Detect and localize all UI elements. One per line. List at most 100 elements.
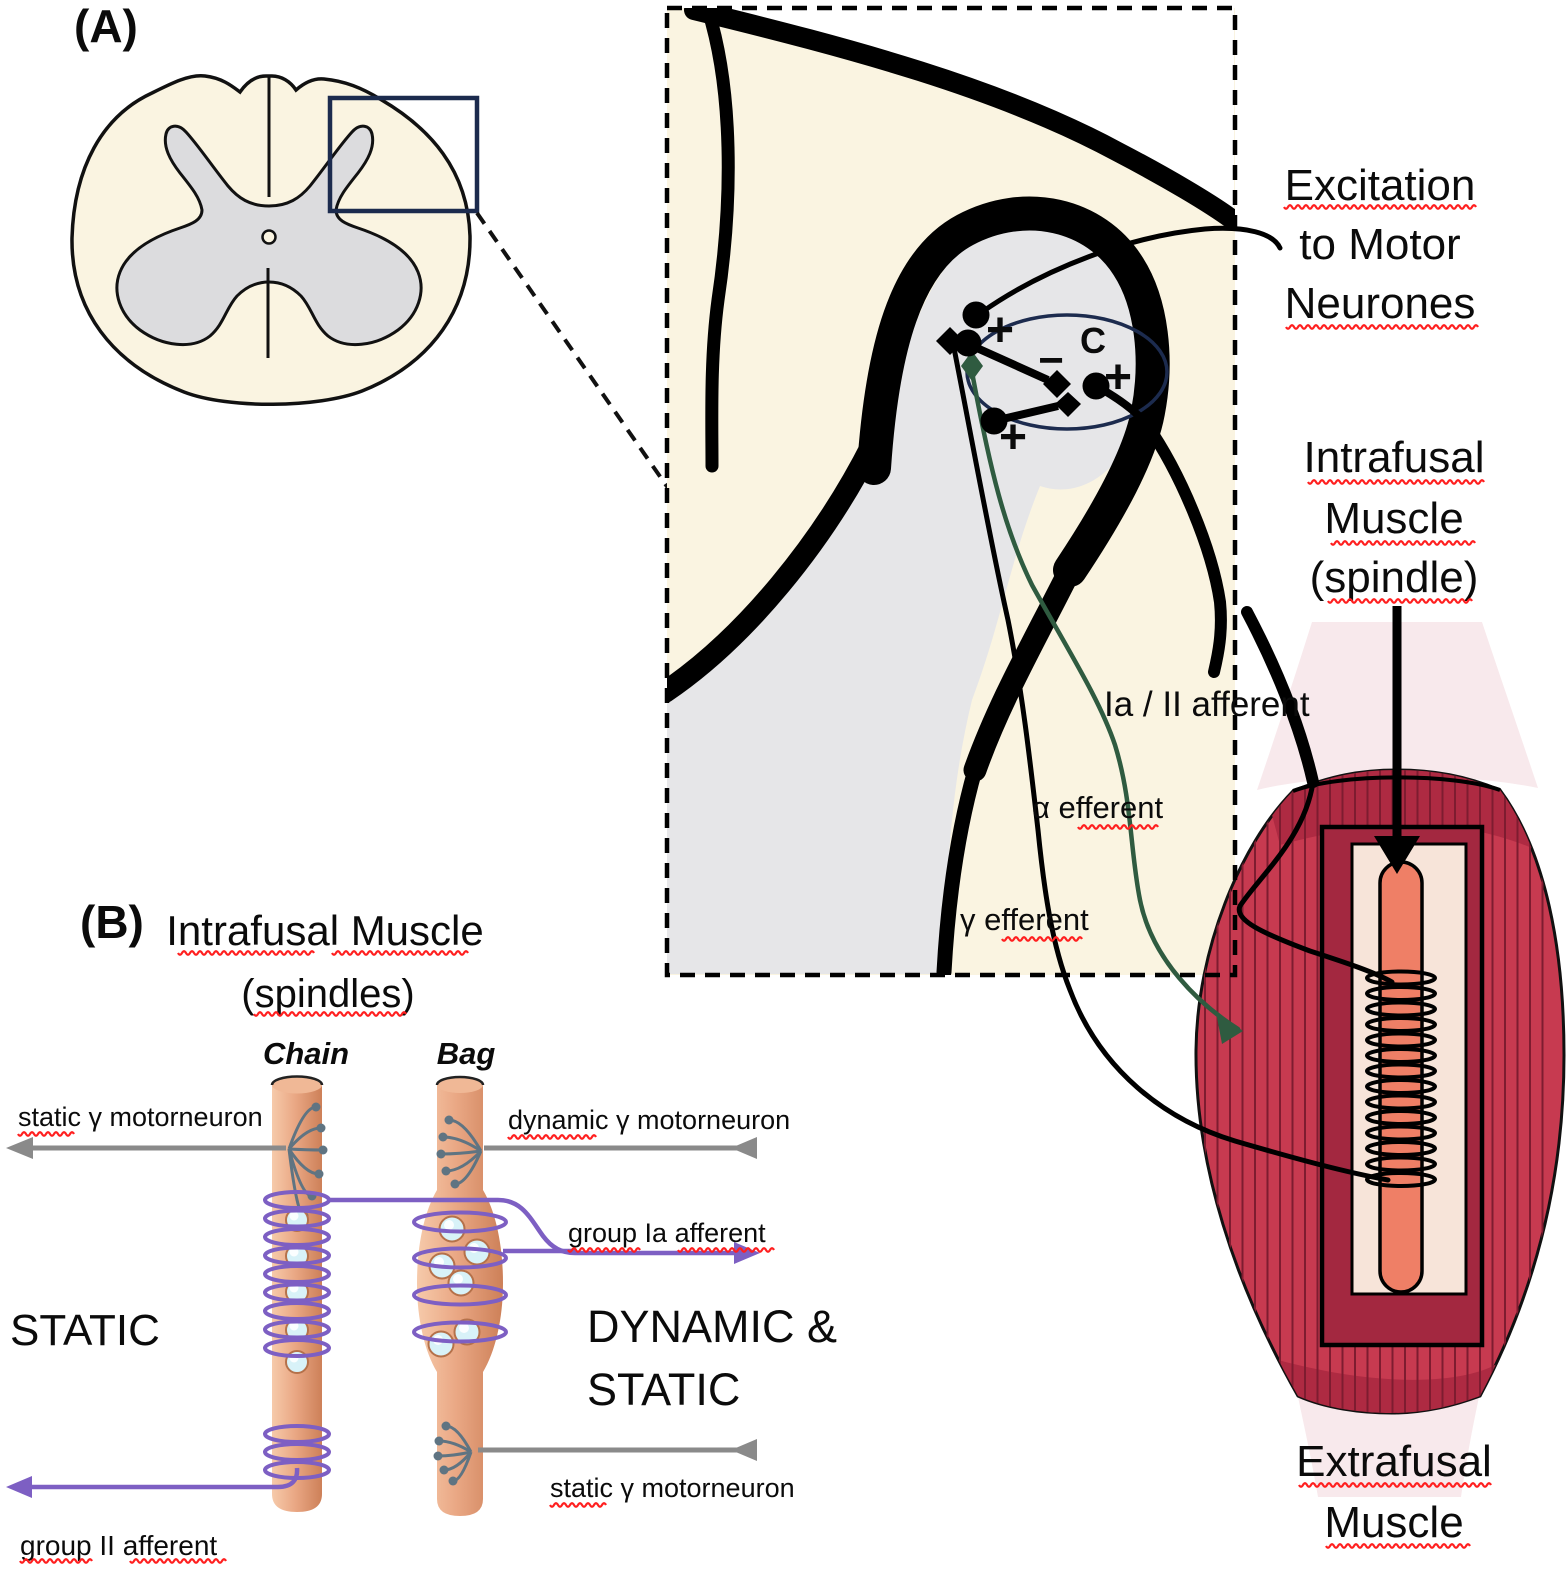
chain-coil-ring (263, 1338, 331, 1358)
panel-a-spinal-cord (70, 73, 670, 490)
static-gamma-left-label: static γ motorneuron (18, 1102, 263, 1132)
coil-ring (1365, 1109, 1437, 1126)
coil-ring (1365, 1093, 1437, 1111)
panel-b-title-1: Intrafusal Muscle (166, 907, 483, 954)
horn-hook-outline (857, 196, 1170, 587)
circuit-lines (936, 225, 1395, 1183)
squiggle (17, 1131, 75, 1137)
chain-coil-ring (263, 1245, 331, 1266)
dorsal-root-inner (1141, 419, 1227, 678)
ia-afferent-nerve-outer (1241, 606, 1319, 788)
inhibitory-link (966, 340, 1050, 384)
spindle-pointer-arrow (1374, 606, 1420, 874)
bag-dynamic-ending-bouton (438, 1132, 448, 1142)
coil-ring (1365, 1062, 1437, 1080)
bag-label: Bag (437, 1036, 496, 1071)
bag-static-ending-bouton (434, 1436, 444, 1446)
bag-dynamic-ending-bouton (441, 1166, 451, 1176)
bag-coil-ring (412, 1320, 508, 1344)
ia-afferent-label: Ia / II afferent (1104, 685, 1310, 724)
bag-static-ending-bouton (448, 1476, 458, 1486)
spellcheck-squiggles (17, 204, 1492, 1564)
coil-ring (1365, 1031, 1437, 1049)
group-ia-label: group Ia afferent (568, 1218, 766, 1248)
chain-coil-ring (263, 1264, 331, 1284)
bag-cap-edge (435, 1075, 485, 1086)
coil-ring (1365, 1140, 1437, 1157)
bag-static-ending-bouton (441, 1421, 451, 1431)
ia-afferent-to-coil-top (1236, 779, 1395, 985)
zoom-leader-dashed (475, 211, 670, 490)
motorneuron-soma-4 (980, 407, 1008, 435)
dorsal-septum (701, 8, 735, 473)
bag-fiber (417, 1085, 503, 1516)
squiggle (1327, 598, 1473, 604)
chain-coil-ring (263, 1319, 331, 1340)
panel-b-intrafusal-fibers (6, 1075, 760, 1516)
chain-coil-ring (263, 1282, 331, 1303)
motorneuron-soma-3 (1082, 372, 1110, 400)
bag-static-ending-bouton (439, 1465, 449, 1475)
central-canal (261, 229, 277, 245)
bag-dynamic-ending-bouton (450, 1179, 460, 1189)
intrafusal-line-3: (spindle) (1310, 553, 1479, 602)
squiggle (567, 1247, 641, 1253)
alpha-synapse-diamond (961, 351, 983, 381)
chain-coil-ring (263, 1227, 331, 1247)
intrafusal-line-2: Muscle (1324, 494, 1463, 543)
squiggle (677, 1247, 775, 1253)
coil-ring (1365, 985, 1437, 1002)
inhibitory-terminal-diamond (1043, 370, 1071, 398)
dynamic-caps-line-1: DYNAMIC & (587, 1301, 837, 1352)
bag-fiber-top-cap (437, 1077, 483, 1093)
chain-static-ending-bouton (318, 1145, 328, 1155)
alpha-efferent-line (969, 369, 1241, 1032)
coil-ring (1365, 1171, 1437, 1188)
alpha-muscle-arrowhead (1216, 1012, 1243, 1044)
squiggle (129, 1558, 227, 1564)
squiggle (549, 1502, 607, 1508)
plus-sign-2: + (1104, 351, 1132, 404)
coil-ring (1365, 1016, 1437, 1033)
nucleus-highlight (289, 1321, 299, 1331)
chain-static-ending-bouton (316, 1123, 326, 1133)
bag-static-ending-bouton (433, 1451, 443, 1461)
squiggle (331, 950, 469, 956)
c-interneuron-label: C (1080, 320, 1106, 361)
squiggle (1307, 479, 1485, 485)
squiggle (19, 1558, 93, 1564)
panel-b-label: (B) (80, 896, 144, 948)
coil-ring (1365, 1000, 1437, 1018)
cord-surface-edge (684, 8, 1235, 230)
bag-coil-ring (412, 1210, 508, 1234)
squiggle (1298, 1482, 1492, 1488)
coil-ring (1365, 1155, 1437, 1173)
extrafusal-line-1: Extrafusal (1296, 1437, 1492, 1486)
excitation-line-1: Excitation (1285, 161, 1476, 210)
arrow-head (1374, 836, 1420, 874)
dynamic-gamma-label: dynamic γ motorneuron (508, 1105, 790, 1135)
dynamic-gamma-arrowhead (731, 1137, 757, 1159)
gray-band-left-edge (667, 434, 883, 703)
nucleus-highlight (459, 1323, 469, 1333)
tendon-bottom (1298, 1397, 1479, 1497)
minus-sign: − (1038, 336, 1064, 385)
bag-coil-ring (412, 1246, 508, 1270)
chain-label: Chain (263, 1036, 349, 1071)
afferent-coils (263, 1190, 508, 1480)
dorsal-horn-zoom-box (327, 95, 480, 214)
squiggle (1330, 540, 1476, 546)
dynamic-caps-line-2: STATIC (587, 1364, 740, 1415)
chain-static-ending-bouton (311, 1102, 321, 1112)
extrafusal-line-2: Muscle (1324, 1498, 1463, 1547)
coil-ring (1365, 1124, 1437, 1142)
panel-a-label: (A) (74, 0, 138, 52)
inset-dashed-border (664, 5, 1238, 978)
panel-b-title-2: (spindles) (241, 972, 414, 1016)
chain-coil-ring (263, 1208, 331, 1229)
bag-dynamic-ending-bouton (436, 1149, 446, 1159)
squiggle (1077, 824, 1159, 830)
plus-sign-1: + (986, 304, 1014, 357)
group-ii-axon (26, 1467, 300, 1490)
